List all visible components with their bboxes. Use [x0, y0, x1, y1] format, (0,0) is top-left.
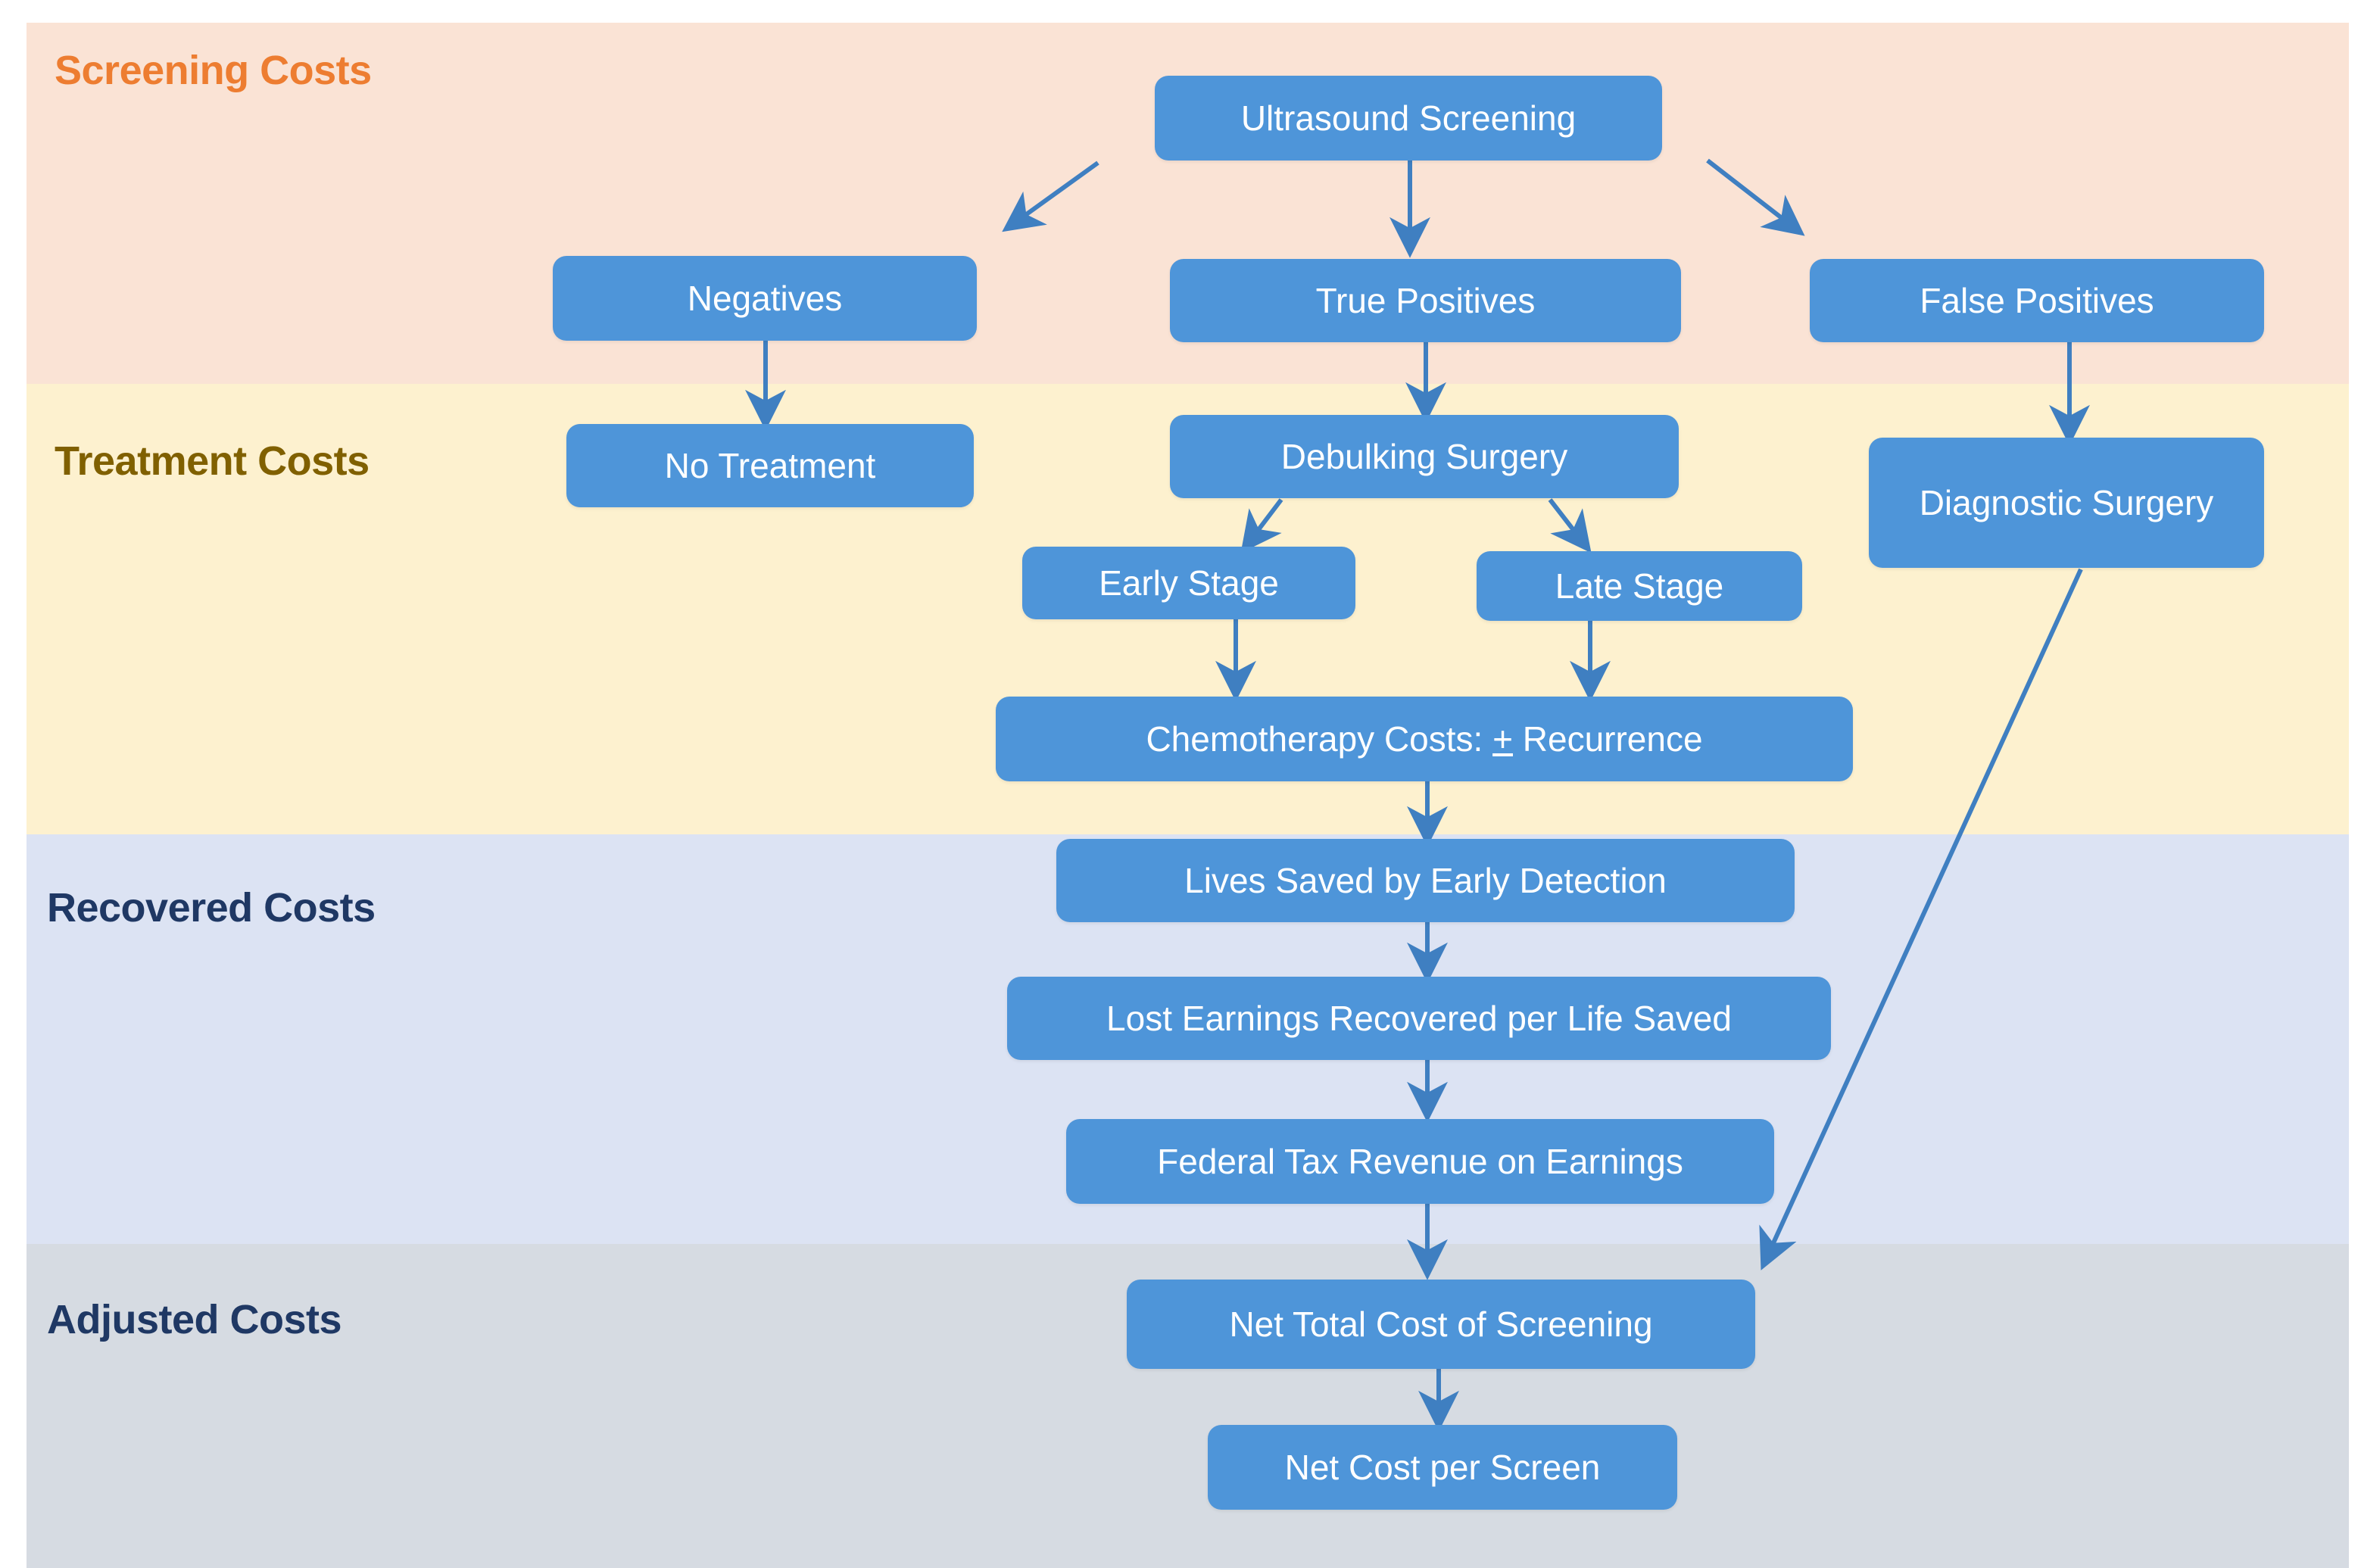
node-lost-earnings-recovered[interactable]: Lost Earnings Recovered per Life Saved [1007, 977, 1831, 1060]
node-label: Chemotherapy Costs: + Recurrence [1146, 719, 1702, 759]
node-true-positives[interactable]: True Positives [1170, 259, 1681, 342]
node-diagnostic-surgery[interactable]: Diagnostic Surgery [1869, 438, 2264, 568]
node-label: Net Total Cost of Screening [1229, 1304, 1653, 1344]
node-label: Ultrasound Screening [1240, 98, 1577, 138]
node-federal-tax-revenue[interactable]: Federal Tax Revenue on Earnings [1066, 1119, 1774, 1204]
node-label: Federal Tax Revenue on Earnings [1157, 1141, 1683, 1181]
band-label-adjusted-costs: Adjusted Costs [47, 1297, 342, 1342]
node-label: Debulking Surgery [1280, 436, 1568, 476]
node-lives-saved-by-early-detection[interactable]: Lives Saved by Early Detection [1056, 839, 1795, 922]
node-net-total-cost-of-screening[interactable]: Net Total Cost of Screening [1127, 1280, 1755, 1369]
node-label: Negatives [687, 278, 843, 318]
node-early-stage[interactable]: Early Stage [1022, 547, 1355, 619]
node-label: No Treatment [664, 445, 876, 485]
node-label: True Positives [1315, 280, 1536, 320]
band-label-treatment-costs: Treatment Costs [55, 438, 370, 484]
node-label: False Positives [1920, 280, 2154, 320]
plus-minus-symbol: + [1492, 719, 1513, 759]
node-label: Net Cost per Screen [1284, 1447, 1601, 1487]
node-label: Diagnostic Surgery [1919, 482, 2214, 522]
node-label: Lives Saved by Early Detection [1184, 860, 1667, 900]
node-debulking-surgery[interactable]: Debulking Surgery [1170, 415, 1679, 498]
node-late-stage[interactable]: Late Stage [1477, 551, 1802, 621]
band-label-screening-costs: Screening Costs [55, 48, 372, 93]
band-label-recovered-costs: Recovered Costs [47, 885, 376, 931]
node-negatives[interactable]: Negatives [553, 256, 977, 341]
chemotherapy-label-suffix: Recurrence [1512, 719, 1703, 759]
chemotherapy-label-prefix: Chemotherapy Costs: [1146, 719, 1493, 759]
node-net-cost-per-screen[interactable]: Net Cost per Screen [1208, 1425, 1677, 1510]
node-false-positives[interactable]: False Positives [1810, 259, 2264, 342]
node-chemotherapy-costs[interactable]: Chemotherapy Costs: + Recurrence [996, 697, 1853, 781]
node-label: Late Stage [1555, 566, 1724, 606]
node-no-treatment[interactable]: No Treatment [566, 424, 974, 507]
node-label: Early Stage [1099, 563, 1279, 603]
node-ultrasound-screening[interactable]: Ultrasound Screening [1155, 76, 1662, 161]
node-label: Lost Earnings Recovered per Life Saved [1106, 998, 1732, 1038]
